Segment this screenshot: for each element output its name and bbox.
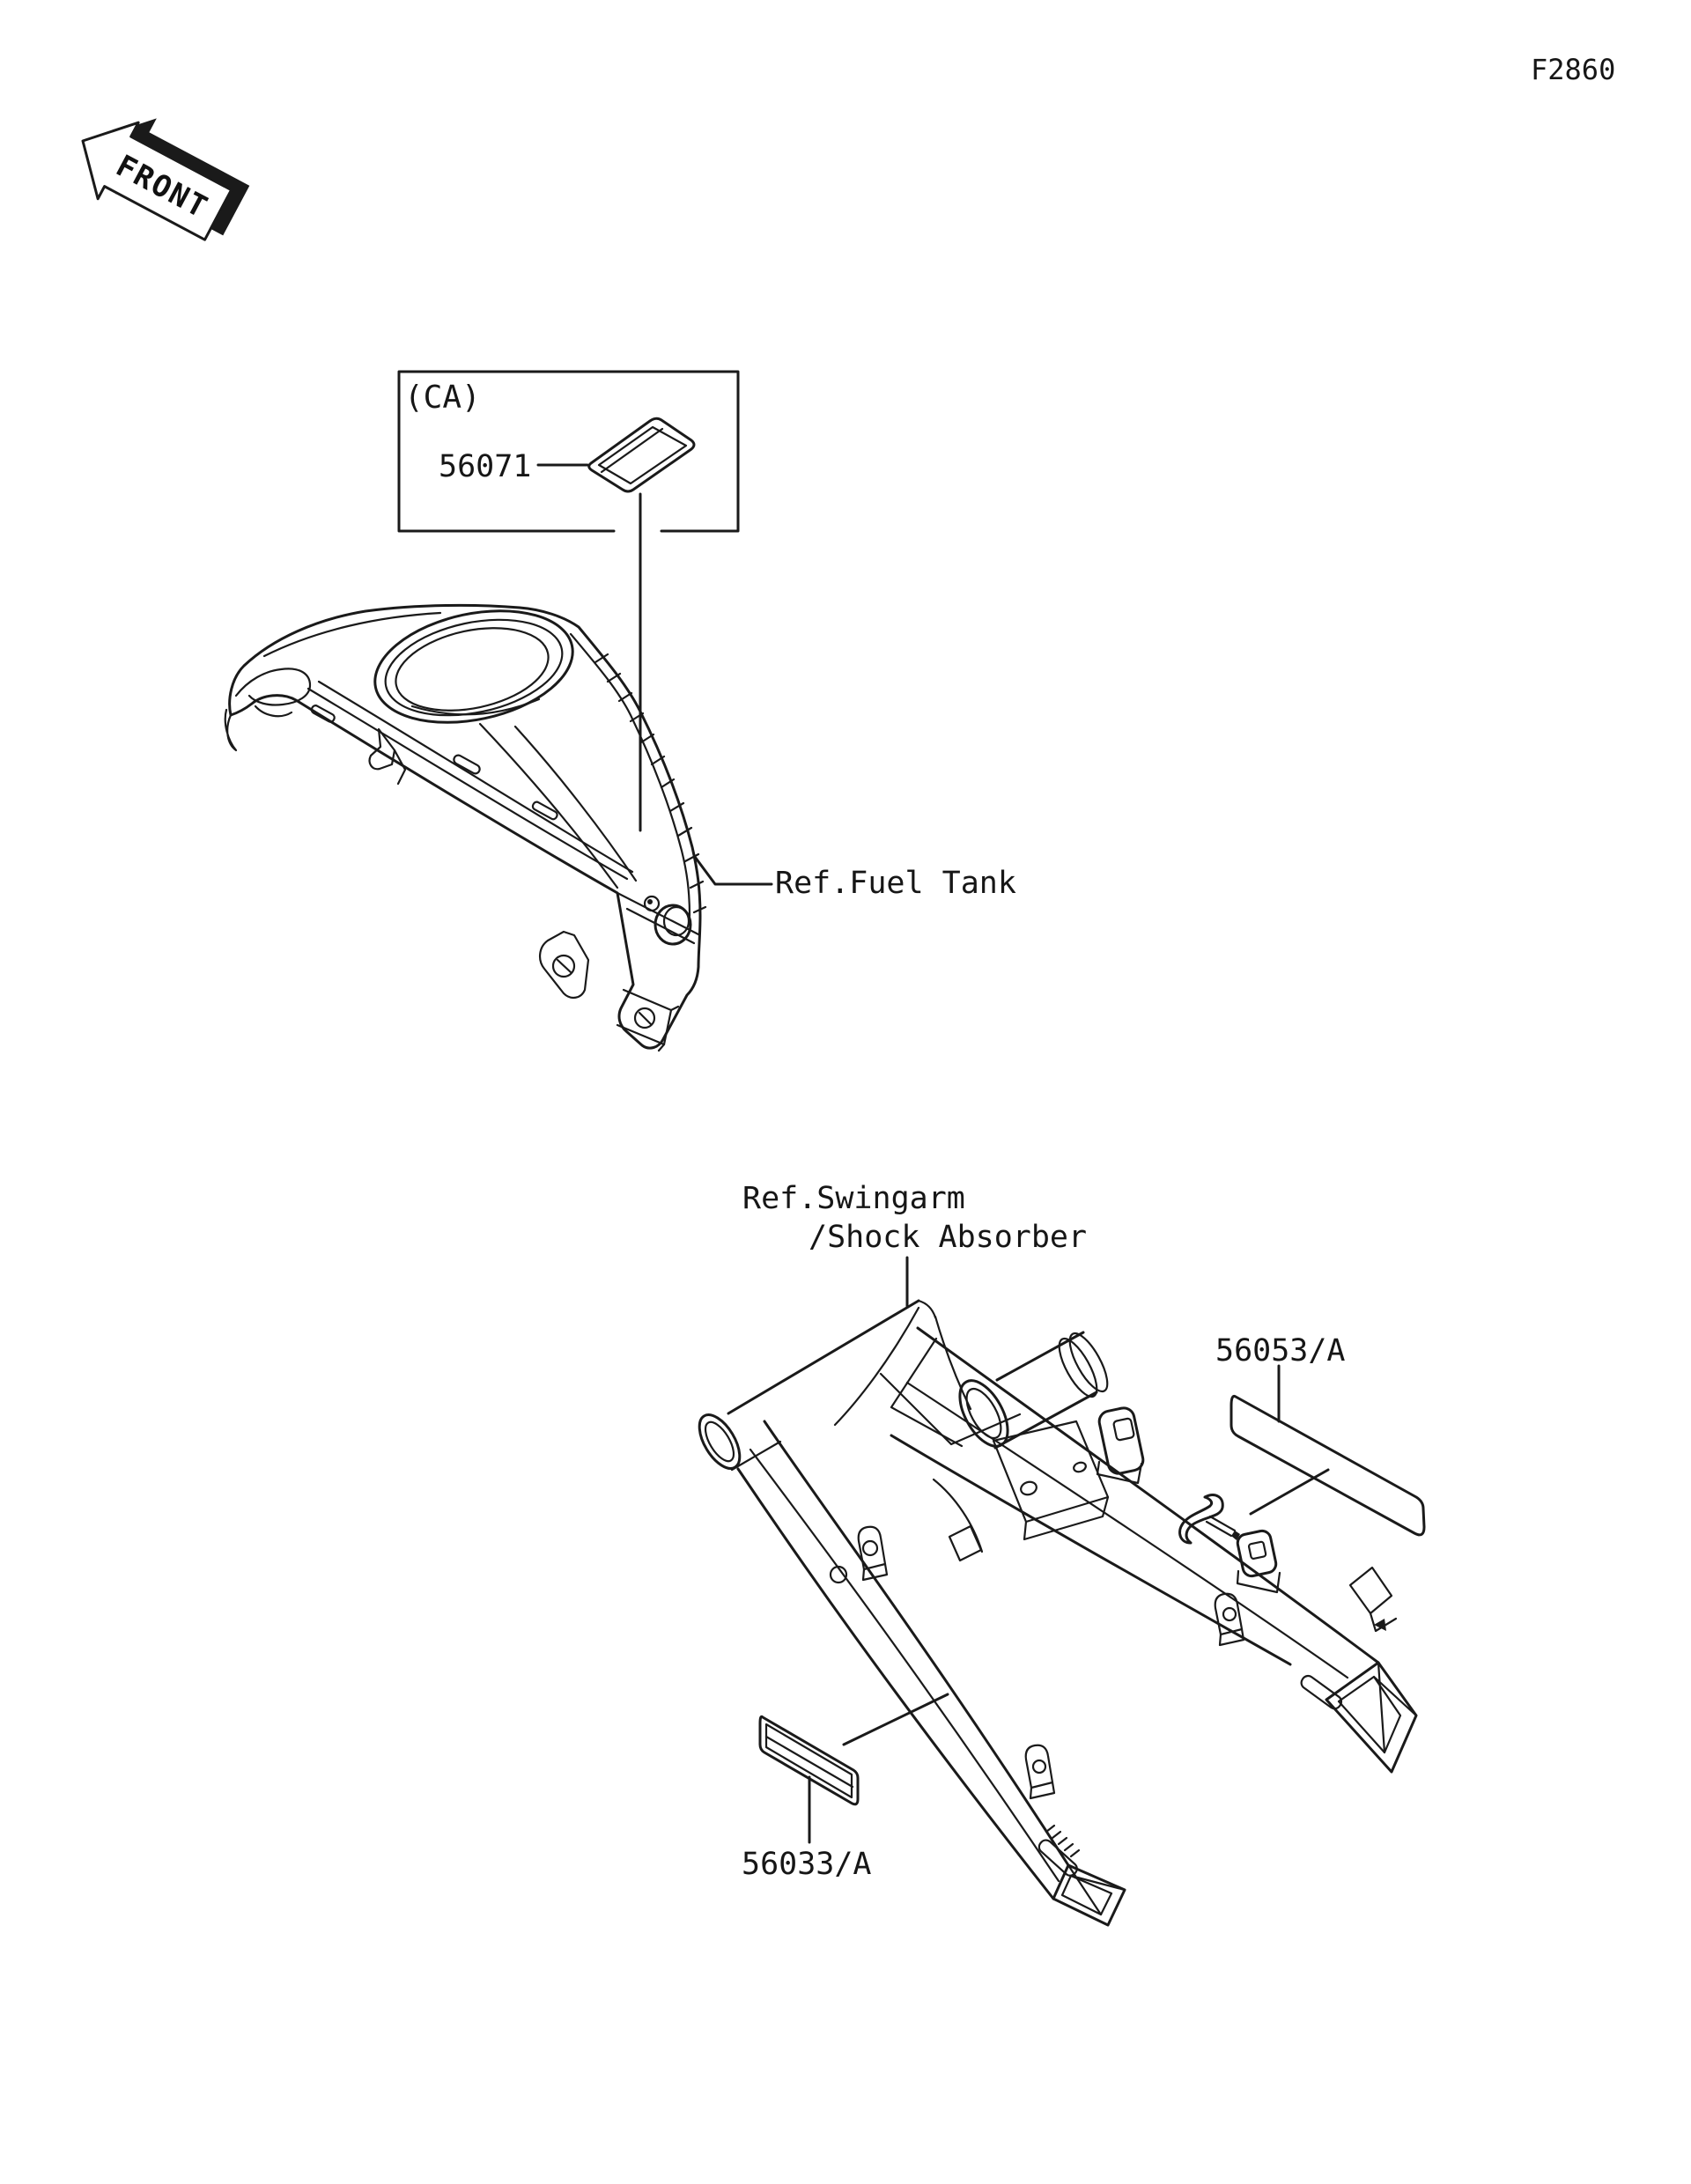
swingarm-right-beam [890,1326,1418,1774]
swingarm-shock-tube [958,1331,1109,1450]
ref-swingarm-label-line2: /Shock Absorber [809,1220,1087,1255]
swingarm-left-beam [736,1420,1126,1927]
front-arrow-face [81,121,233,241]
part-number-56053: 56053/A [1215,1333,1346,1369]
leader-ref-fuel-tank [693,855,773,886]
tank-front-foot [539,930,590,999]
swingarm-cross-brace [833,1306,1022,1562]
swingarm-linkage-plates [992,1420,1110,1541]
ca-region-tag: (CA) [404,380,481,416]
ref-fuel-tank-label: Ref.Fuel Tank [775,866,1016,901]
pointer-56033 [842,1693,949,1746]
tank-filler-opening [373,609,574,724]
ca-callout-box: (CA) 56071 [397,370,740,832]
swingarm-drawing [698,1299,1426,1927]
tank-rear-foot [616,988,680,1052]
front-arrow: FRONT [81,118,250,241]
tank-outline [228,603,702,1050]
ref-swingarm-label-line1: Ref.Swingarm [742,1181,965,1216]
swingarm-fittings [1096,1406,1281,1594]
tank-lower-bracket [616,891,700,946]
part-56071-sticker [587,417,696,493]
part-number-56071: 56071 [439,449,531,484]
tank-left-rail [306,680,634,881]
fuel-tank-drawing [224,603,773,1052]
tank-edge-band [569,632,707,918]
callout-box-outline [397,370,740,533]
part-number-56033: 56033/A [742,1847,872,1882]
label-strip-56053 [1229,1395,1426,1537]
tank-front-bracket [224,668,312,752]
swingarm-pivot-tube [698,1299,937,1472]
label-strip-56033 [758,1693,949,1806]
figure-code: F2860 [1531,53,1615,86]
pointer-56053 [1249,1468,1330,1516]
